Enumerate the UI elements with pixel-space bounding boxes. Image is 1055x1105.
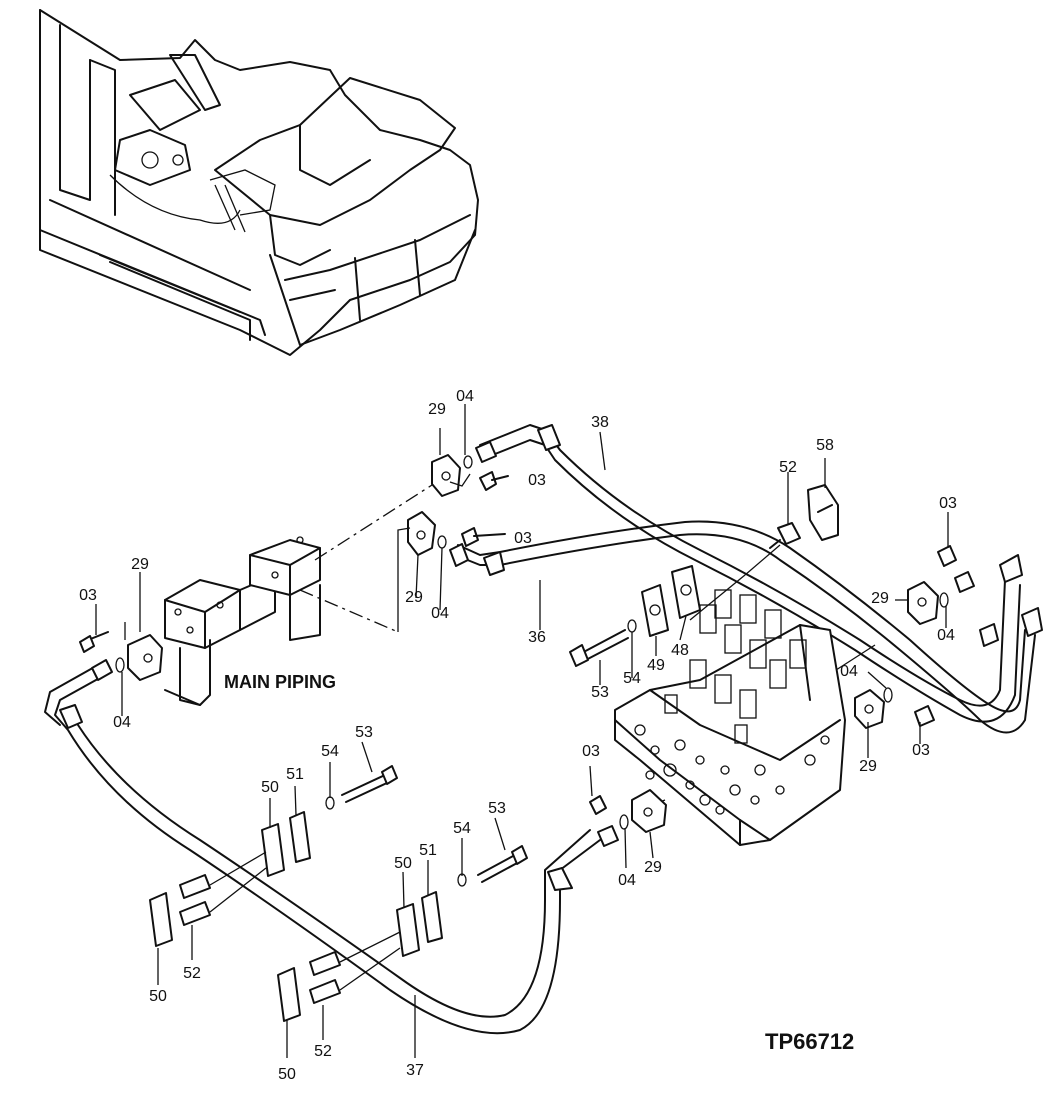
callout-04-valve: 04 (618, 872, 636, 889)
callout-54-left: 54 (321, 743, 339, 760)
callout-52-a: 52 (183, 965, 201, 982)
clamp-set-lower-2 (277, 845, 528, 1022)
callout-53-lower: 53 (488, 800, 506, 817)
callout-29-right-lower: 29 (859, 758, 877, 775)
pipe-38 (475, 424, 1023, 723)
callout-52-upper: 52 (779, 459, 797, 476)
machine-overview (39, 9, 479, 356)
callout-50-d: 50 (278, 1066, 296, 1083)
clamp-set-lower-1 (149, 765, 398, 947)
callout-50-b: 50 (394, 855, 412, 872)
callout-29-upper: 29 (428, 401, 446, 418)
callout-04-right-lower: 04 (840, 663, 858, 680)
flange-upper (407, 454, 509, 556)
callout-29-right: 29 (871, 590, 889, 607)
callout-50-a: 50 (261, 779, 279, 796)
callout-03-valve: 03 (582, 743, 600, 760)
callout-53-left: 53 (355, 724, 373, 741)
pump-flange-left (79, 631, 163, 681)
callout-51-a: 51 (286, 766, 304, 783)
callout-53-upper: 53 (591, 684, 609, 701)
callout-03-mid: 03 (514, 530, 532, 547)
callout-29-valve: 29 (644, 859, 662, 876)
callout-03-left: 03 (79, 587, 97, 604)
callout-49: 49 (647, 657, 665, 674)
hydraulic-pump (164, 536, 321, 706)
callout-04-upper: 04 (456, 388, 474, 405)
callout-04-mid: 04 (431, 605, 449, 622)
section-label-main-piping: MAIN PIPING (224, 672, 337, 692)
callout-03-right: 03 (939, 495, 957, 512)
callout-54-lower: 54 (453, 820, 471, 837)
pipe-37 (44, 659, 619, 1035)
callout-04-left: 04 (113, 714, 131, 731)
clamp-58 (769, 484, 839, 549)
callout-58: 58 (816, 437, 834, 454)
pipe-36 (449, 520, 1043, 734)
control-valve (614, 589, 846, 846)
callout-51-b: 51 (419, 842, 437, 859)
clamp-set-upper (569, 565, 701, 667)
callout-leaders (95, 404, 949, 1058)
callout-03-upper: 03 (528, 472, 546, 489)
callout-36: 36 (528, 629, 546, 646)
callout-54-upper: 54 (623, 670, 641, 687)
callout-38: 38 (591, 414, 609, 431)
callout-04-right: 04 (937, 627, 955, 644)
figure-reference: TP66712 (765, 1029, 855, 1054)
callout-29-left: 29 (131, 556, 149, 573)
callout-37: 37 (406, 1062, 424, 1079)
callout-52-b: 52 (314, 1043, 332, 1060)
valve-flanges (589, 545, 957, 833)
callout-03-right-lower: 03 (912, 742, 930, 759)
callout-29-mid: 29 (405, 589, 423, 606)
callout-50-c: 50 (149, 988, 167, 1005)
callout-48: 48 (671, 642, 689, 659)
